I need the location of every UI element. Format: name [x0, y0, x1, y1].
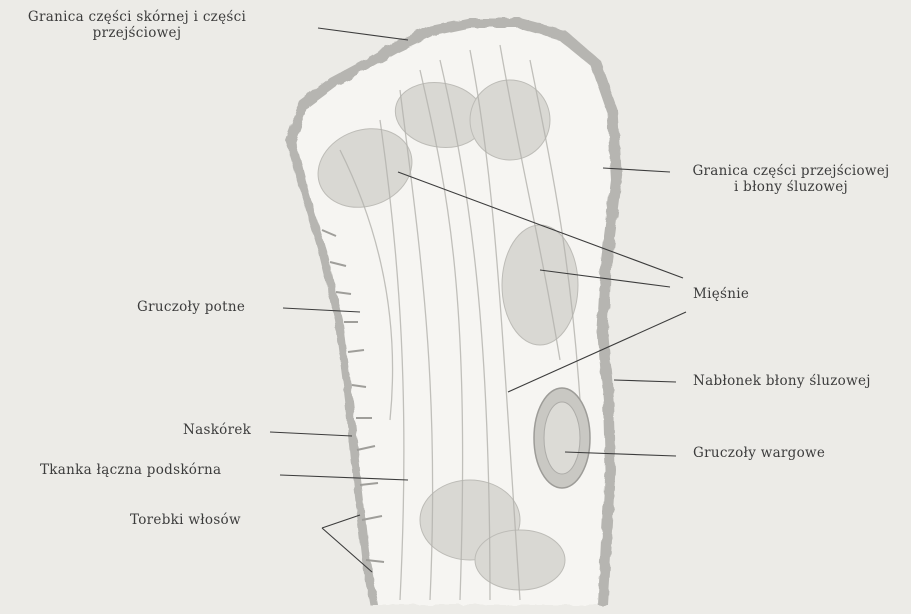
leader-hair-a	[322, 515, 360, 528]
label-transition-mucosa-border: Granica części przejściowej i błony śluz…	[672, 163, 910, 195]
label-mucosa-epithelium: Nabłonek błony śluzowej	[693, 373, 871, 389]
leader-mucosa-epithelium	[614, 380, 676, 382]
leader-skin-transition	[318, 28, 408, 40]
label-labial-glands: Gruczoły wargowe	[693, 445, 825, 461]
label-muscles: Mięśnie	[693, 286, 749, 302]
label-hair-follicles: Torebki włosów	[130, 512, 241, 528]
label-skin-transition-border: Granica części skórnej i części przejści…	[6, 9, 268, 41]
label-sweat-glands: Gruczoły potne	[137, 299, 245, 315]
labial-gland	[534, 388, 590, 488]
label-subcutaneous-tissue: Tkanka łączna podskórna	[40, 462, 221, 478]
leader-epidermis	[270, 432, 352, 436]
label-epidermis: Naskórek	[183, 422, 251, 438]
